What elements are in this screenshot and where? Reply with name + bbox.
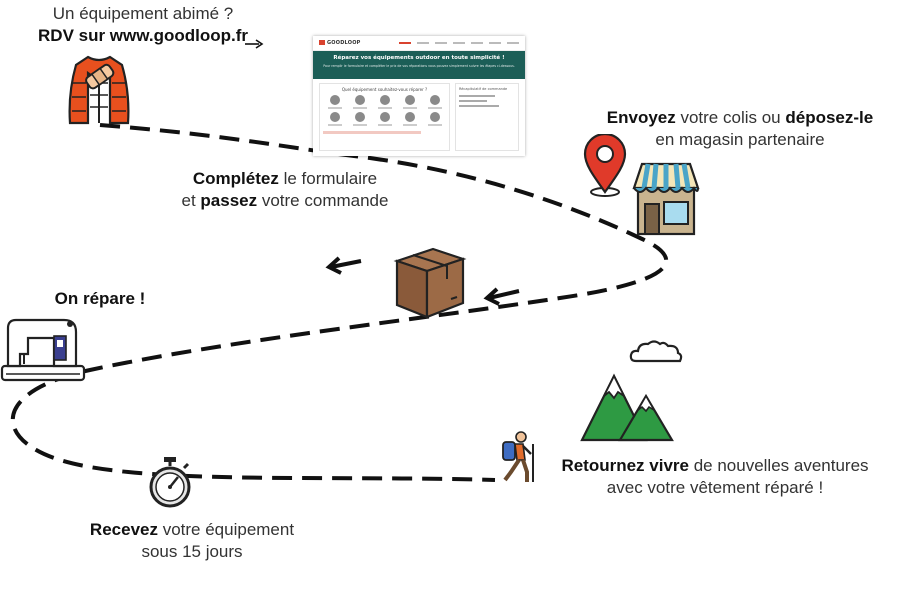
arrow-icon [483,287,520,306]
step6-text1: de nouvelles aventures [688,456,869,475]
step6-caption: Retournez vivre de nouvelles aventures a… [535,455,895,499]
step1-caption: Un équipement abimé ? RDV sur www.goodlo… [18,3,268,47]
damaged-jacket-icon [68,55,130,125]
website-screenshot: GOODLOOP Réparez vos équipements outdoor… [313,36,525,156]
mountain-icon [580,373,674,442]
step2-caption: Complétez le formulaire et passez votre … [150,168,420,212]
screenshot-banner: Réparez vos équipements outdoor en toute… [313,51,525,79]
step6-bold1: Retournez vivre [561,456,689,475]
step4-bold1: On répare ! [54,289,146,308]
step3-text2: en magasin partenaire [655,130,825,149]
hiker-icon [502,431,534,482]
step2-bold1: Complétez [192,169,279,188]
screenshot-logo: GOODLOOP [319,40,361,46]
step1-line2: RDV sur www.goodloop.fr [38,26,248,45]
step2-text2: et [181,191,201,210]
location-pin-icon [583,134,627,197]
logo-icon [319,40,325,45]
step2-bold2: passez [200,191,258,210]
step1-line1: Un équipement abimé ? [52,4,234,23]
step6-text2: avec votre vêtement réparé ! [606,478,824,497]
step3-bold2: déposez-le [785,108,874,127]
step5-caption: Recevez votre équipement sous 15 jours [62,519,322,563]
step2-text1: le formulaire [278,169,378,188]
shop-icon [632,162,700,236]
screenshot-question: Quel équipement souhaitez-vous réparer ? [341,87,428,92]
screenshot-nav-links [369,42,519,44]
step5-text2: sous 15 jours [141,542,243,561]
step5-text1: votre équipement [157,520,295,539]
step4-caption: On répare ! [25,288,175,310]
sewing-machine-icon [0,318,86,382]
step5-bold1: Recevez [89,520,158,539]
screenshot-nav: GOODLOOP [313,36,525,51]
parcel-box-icon [393,247,467,319]
arrow-icon [245,39,264,49]
stopwatch-icon [149,457,191,508]
step2-text3: votre commande [257,191,389,210]
screenshot-equipment-grid [323,95,446,126]
screenshot-banner-subtitle: Pour remplir le formulaire et compléter … [323,64,515,68]
step3-caption: Envoyez votre colis ou déposez-le en mag… [582,107,898,151]
step3-text1: votre colis ou [675,108,786,127]
screenshot-form: Quel équipement souhaitez-vous réparer ? [319,83,450,151]
step3-bold1: Envoyez [606,108,676,127]
screenshot-order-summary: Récapitulatif de commande [455,83,519,151]
cloud-icon [629,340,683,363]
arrow-icon [325,256,362,275]
screenshot-banner-title: Réparez vos équipements outdoor en toute… [333,55,505,61]
screenshot-side-title: Récapitulatif de commande [459,87,508,91]
screenshot-logo-text: GOODLOOP [327,40,361,46]
